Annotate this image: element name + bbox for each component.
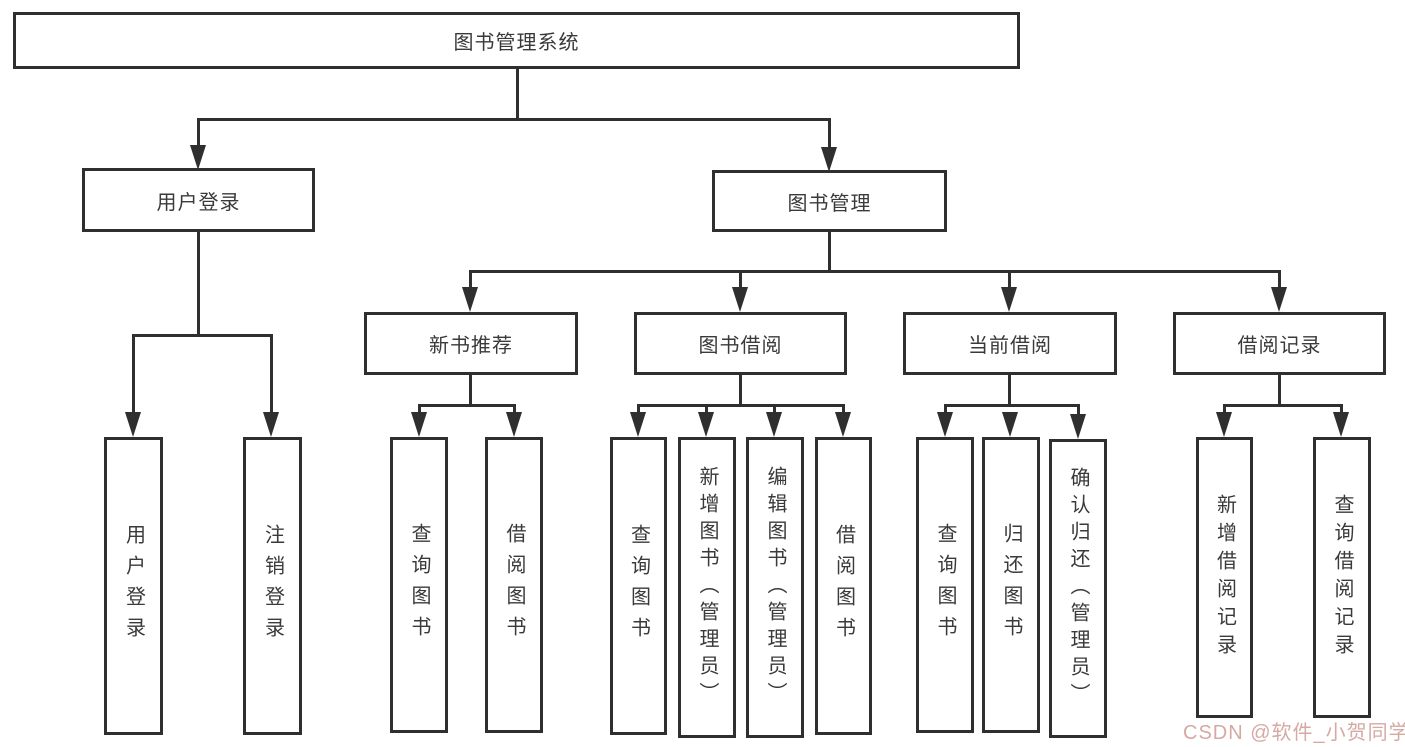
connector-h — [418, 404, 516, 407]
node-label: 查询借阅记录 — [1331, 493, 1353, 662]
connector-v — [828, 118, 831, 148]
connector-v — [1008, 375, 1011, 407]
connector-v — [705, 404, 708, 418]
node-new-book-recommend: 新书推荐 — [364, 312, 578, 375]
connector-v — [516, 69, 519, 121]
leaf-query-book-1: 查询图书 — [390, 437, 448, 733]
connector-v — [1278, 270, 1281, 292]
arrowhead-icon — [766, 412, 782, 437]
leaf-user-login: 用户登录 — [104, 437, 163, 735]
arrowhead-icon — [125, 412, 141, 437]
node-label: 编辑图书（管理员） — [764, 466, 786, 709]
connector-v — [637, 404, 640, 418]
arrowhead-icon — [835, 412, 851, 437]
connector-h — [944, 404, 1080, 407]
leaf-edit-book-admin: 编辑图书（管理员） — [746, 437, 804, 738]
connector-v — [197, 232, 200, 336]
arrowhead-icon — [506, 412, 522, 437]
node-label: 注销登录 — [261, 524, 284, 648]
connector-v — [197, 118, 200, 148]
leaf-query-book-2: 查询图书 — [610, 437, 667, 735]
connector-v — [418, 404, 421, 418]
leaf-query-borrow-record: 查询借阅记录 — [1313, 437, 1371, 718]
arrowhead-icon — [1216, 412, 1232, 437]
node-label: 当前借阅 — [968, 335, 1052, 357]
connector-h — [132, 334, 273, 337]
connector-v — [944, 404, 947, 418]
leaf-borrow-book-2: 借阅图书 — [815, 437, 872, 735]
connector-v — [842, 404, 845, 418]
arrowhead-icon — [1002, 412, 1018, 437]
connector-v — [270, 334, 273, 414]
node-label: 确认归还（管理员） — [1067, 467, 1089, 710]
arrowhead-icon — [698, 412, 714, 437]
connector-h — [197, 118, 831, 121]
connector-v — [1077, 404, 1080, 418]
connector-v — [513, 404, 516, 418]
arrowhead-icon — [1271, 287, 1287, 312]
node-root-library-system: 图书管理系统 — [13, 12, 1020, 69]
leaf-add-book-admin: 新增图书（管理员） — [678, 437, 736, 738]
leaf-return-book: 归还图书 — [982, 437, 1040, 733]
node-label: 用户登录 — [122, 524, 145, 648]
connector-v — [739, 375, 742, 407]
leaf-borrow-book-1: 借阅图书 — [485, 437, 543, 733]
connector-v — [132, 334, 135, 414]
node-label: 借阅记录 — [1237, 335, 1322, 357]
node-current-borrow: 当前借阅 — [903, 312, 1117, 375]
arrowhead-icon — [1070, 414, 1086, 439]
node-label: 图书借阅 — [698, 335, 783, 357]
arrowhead-icon — [732, 287, 748, 312]
connector-v — [828, 232, 831, 273]
node-label: 查询图书 — [627, 524, 650, 648]
arrowhead-icon — [462, 287, 478, 312]
node-borrow-record: 借阅记录 — [1173, 312, 1386, 375]
connector-v — [1008, 270, 1011, 292]
node-label: 归还图书 — [1000, 523, 1022, 647]
connector-h — [637, 404, 845, 407]
node-label: 查询图书 — [934, 523, 956, 647]
arrowhead-icon — [190, 145, 206, 170]
connector-h — [1223, 404, 1343, 407]
csdn-watermark: CSDN @软件_小贺同学 — [1183, 722, 1405, 744]
connector-v — [1278, 375, 1281, 407]
node-label: 用户登录 — [156, 191, 241, 214]
leaf-logout: 注销登录 — [243, 437, 302, 735]
leaf-query-book-3: 查询图书 — [916, 437, 974, 733]
arrowhead-icon — [263, 412, 279, 437]
node-label: 新增图书（管理员） — [696, 466, 718, 709]
node-label: 图书管理 — [787, 192, 872, 215]
connector-v — [1223, 404, 1226, 418]
node-book-borrow: 图书借阅 — [634, 312, 847, 375]
arrowhead-icon — [1001, 287, 1017, 312]
node-label: 借阅图书 — [503, 523, 525, 647]
arrowhead-icon — [937, 412, 953, 437]
node-user-login: 用户登录 — [82, 168, 315, 232]
connector-v — [773, 404, 776, 418]
arrowhead-icon — [1333, 412, 1349, 437]
connector-v — [739, 270, 742, 292]
connector-h — [469, 270, 1281, 273]
connector-v — [469, 375, 472, 407]
leaf-confirm-return-admin: 确认归还（管理员） — [1049, 439, 1107, 738]
arrowhead-icon — [630, 412, 646, 437]
node-label: 新书推荐 — [429, 335, 513, 357]
arrowhead-icon — [411, 412, 427, 437]
connector-v — [1340, 404, 1343, 418]
connector-v — [469, 270, 472, 292]
node-label: 图书管理系统 — [453, 32, 580, 54]
node-book-management: 图书管理 — [712, 170, 947, 232]
node-label: 借阅图书 — [832, 524, 855, 648]
node-label: 查询图书 — [408, 523, 430, 647]
arrowhead-icon — [821, 147, 837, 172]
leaf-add-borrow-record: 新增借阅记录 — [1196, 437, 1253, 718]
node-label: 新增借阅记录 — [1213, 493, 1236, 662]
